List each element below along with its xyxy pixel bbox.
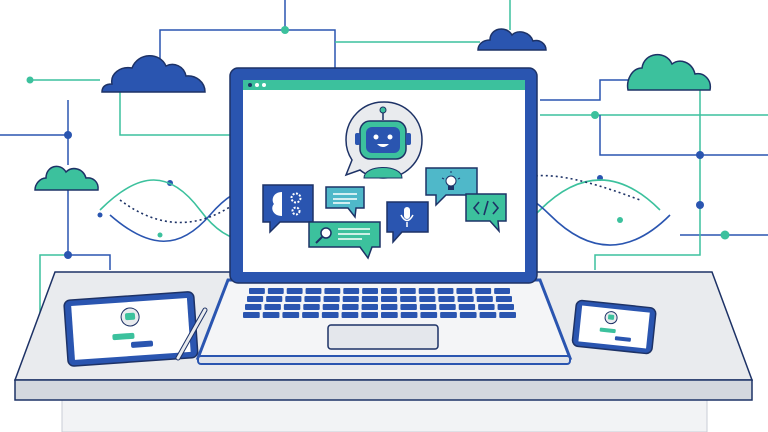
keyboard-key [439,304,456,310]
keyboard-key [362,288,378,294]
keyboard-key [247,296,264,302]
brain-gears-icon [262,184,314,234]
keyboard-key [324,288,341,294]
keyboard-key [305,288,322,294]
keyboard-key [458,304,476,310]
keyboard-key [321,312,339,318]
keyboard-key [499,312,516,318]
keyboard-key [243,312,260,318]
keyboard-key [399,288,416,294]
keyboard-key [440,312,457,318]
microphone-icon [386,201,429,244]
keyboard-key [342,304,359,310]
keyboard-key [322,304,340,310]
search-icon [308,221,381,260]
keyboard-key [497,304,514,310]
keyboard-key [323,296,340,302]
keyboard-key [282,312,300,318]
lightbulb-icon [425,167,478,207]
keyboard-key [286,288,303,294]
keyboard-key [476,296,493,302]
keyboard [243,288,516,318]
keyboard-key [267,288,284,294]
keyboard-key [262,312,280,318]
keyboard-key [418,288,435,294]
keyboard-key [478,304,495,310]
keyboard-key [266,296,283,302]
keyboard-key [475,288,492,294]
keyboard-key [456,288,473,294]
keyboard-key [381,312,398,318]
keyboard-key [303,304,320,310]
keyboard-key [343,288,360,294]
keyboard-key [400,312,418,318]
keyboard-key [302,312,319,318]
cloud-icon [626,54,712,91]
keyboard-key [479,312,497,318]
smartphone [571,299,657,355]
keyboard-key [437,288,454,294]
keyboard-key [400,296,417,302]
keyboard-key [341,312,359,318]
keyboard-key [361,304,378,310]
code-icon [465,193,507,234]
keyboard-key [400,304,417,310]
keyboard-key [420,312,438,318]
stylus [175,307,208,361]
keyboard-key [419,304,437,310]
keyboard-key [285,296,302,302]
keyboard-key [361,312,378,318]
keyboard-key [264,304,281,310]
trackpad [327,324,439,350]
keyboard-key [381,296,398,302]
chat-lines-icon [325,186,365,219]
keyboard-key [381,304,398,310]
cloud-icon [34,165,99,191]
keyboard-key [342,296,359,302]
cloud-icon [101,55,206,93]
keyboard-key [283,304,301,310]
tablet [63,291,199,367]
keyboard-key [419,296,436,302]
robot-avatar-icon [344,101,423,179]
keyboard-key [245,304,262,310]
keyboard-key [361,296,378,302]
keyboard-key [304,296,321,302]
keyboard-key [438,296,455,302]
cloud-icon [477,28,547,51]
keyboard-key [494,288,510,294]
keyboard-key [459,312,477,318]
keyboard-key [381,288,397,294]
keyboard-key [249,288,265,294]
keyboard-key [457,296,474,302]
keyboard-key [495,296,512,302]
